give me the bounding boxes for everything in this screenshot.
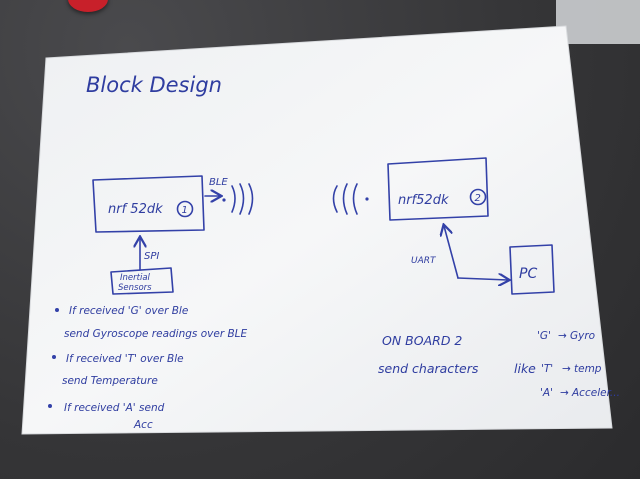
note3-line2: Acc xyxy=(133,419,153,431)
signal-waves-right xyxy=(332,183,358,215)
red-object xyxy=(68,0,108,12)
map-arrow-a: → xyxy=(560,387,569,399)
sensor-label-line1: Inertial xyxy=(120,273,151,283)
ble-dot-right xyxy=(365,197,369,201)
board1-block: nrf 52dk 1 xyxy=(92,175,205,233)
right-note-line1: ON BOARD 2 xyxy=(382,333,462,348)
map-value-g: Gyro xyxy=(570,330,595,342)
bullet-1 xyxy=(55,308,59,312)
map-value-t: temp xyxy=(574,363,602,375)
map-key-g: 'G' xyxy=(537,330,551,342)
note2-line1: If received 'T' over Ble xyxy=(66,353,184,365)
uart-label: UART xyxy=(411,256,437,266)
paper-surface xyxy=(21,25,613,435)
ble-label: BLE xyxy=(209,177,228,188)
ble-dot-left xyxy=(222,198,226,202)
map-arrow-g: → xyxy=(558,330,567,342)
signal-waves-left xyxy=(231,183,254,215)
map-value-a: Acceler... xyxy=(571,387,620,399)
map-key-t: 'T' xyxy=(541,363,553,375)
board2-block: nrf52dk 2 xyxy=(387,157,489,221)
uart-link-to-pc xyxy=(457,278,508,280)
note1-line1: If received 'G' over Ble xyxy=(69,305,188,317)
right-note-line2: send characters xyxy=(378,361,479,376)
bullet-3 xyxy=(48,404,52,408)
map-key-a: 'A' xyxy=(540,387,553,399)
map-arrow-t: → xyxy=(562,363,571,375)
board1-number: 1 xyxy=(182,205,188,216)
sensor-label-line2: Sensors xyxy=(118,283,152,293)
pc-block: PC xyxy=(509,244,555,295)
corner-object xyxy=(556,0,640,44)
board1-label: nrf 52dk xyxy=(108,202,163,217)
diagram-title: Block Design xyxy=(86,73,222,97)
pc-label: PC xyxy=(519,266,537,282)
board2-number: 2 xyxy=(475,193,481,204)
note1-line2: send Gyroscope readings over BLE xyxy=(64,328,248,340)
spi-label: SPI xyxy=(144,251,159,262)
board2-label: nrf52dk xyxy=(398,193,449,208)
notes-left: If received 'G' over Ble send Gyroscope … xyxy=(48,305,248,431)
right-note-like: like xyxy=(514,361,536,376)
bullet-2 xyxy=(52,355,56,359)
sensor-block: Inertial Sensors xyxy=(110,267,174,295)
note2-line2: send Temperature xyxy=(62,375,158,387)
uart-link xyxy=(444,226,459,279)
note3-line1: If received 'A' send xyxy=(64,402,165,414)
notes-right: ON BOARD 2 send characters like 'G' → Gy… xyxy=(378,330,620,399)
